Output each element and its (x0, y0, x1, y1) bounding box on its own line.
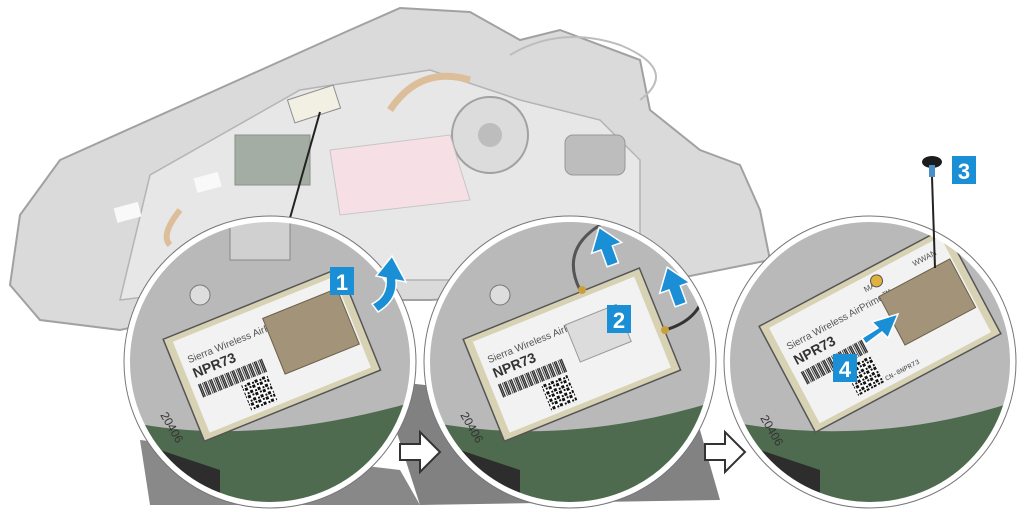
svg-text:3: 3 (958, 159, 970, 184)
adhesive-tape (261, 287, 360, 375)
antenna-cable (509, 36, 657, 101)
connector-block (234, 134, 311, 186)
lift-arrow-icon (658, 266, 692, 308)
flow-arrow-icon (704, 429, 747, 475)
lift-arrow-icon (590, 226, 624, 268)
thermal-pad (329, 134, 471, 216)
svg-text:2: 2 (613, 308, 625, 333)
screw-hole (870, 274, 884, 288)
card-barcode (197, 358, 268, 398)
zoom-pointer-line (289, 111, 321, 219)
screw-icon (922, 156, 942, 269)
step-3-badge: 3 (952, 156, 976, 184)
wlan-card-location (286, 84, 342, 124)
step-2-zoom: Sierra Wireless AirPrime™ NPR73 20406 2 (423, 215, 717, 509)
flow-arrow-icon (399, 429, 442, 475)
antenna-cable-main (571, 223, 601, 291)
step-3-zoom: MAIN WWAN Sierra Wireless AirPrime™ NPR7… (723, 215, 1017, 509)
heat-pipe (387, 72, 472, 112)
svg-text:4: 4 (839, 357, 852, 382)
lift-arrow-icon (370, 254, 408, 313)
svg-text:1: 1 (336, 270, 348, 295)
step-2-badge: 2 (607, 305, 631, 333)
card-qr (241, 374, 278, 412)
step-1-badge: 1 (330, 267, 354, 295)
slide-arrow-icon (860, 312, 900, 346)
step-4-badge: 4 (833, 354, 857, 382)
